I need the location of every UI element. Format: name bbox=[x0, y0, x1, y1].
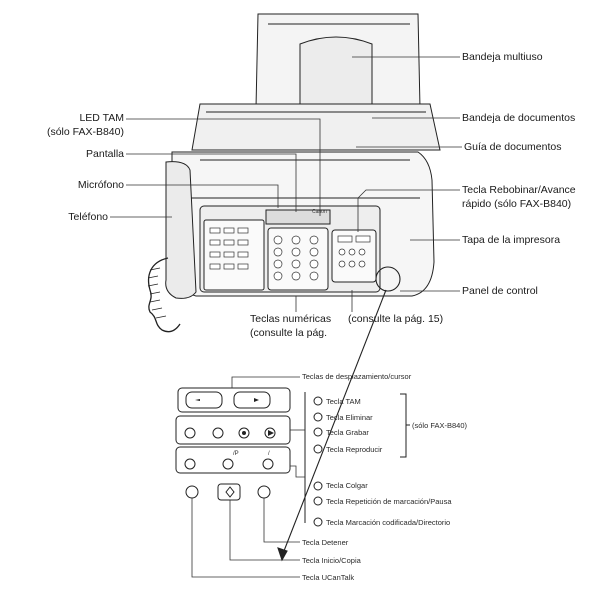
label-detener: Tecla Detener bbox=[302, 538, 349, 547]
label-bandeja-multiuso: Bandeja multiuso bbox=[462, 51, 543, 63]
label-tam: Tecla TAM bbox=[326, 397, 361, 406]
label-marcacion: Tecla Marcación codificada/Directorio bbox=[326, 518, 451, 527]
redial-pause-icon: /P bbox=[233, 451, 239, 457]
label-tapa-impresora: Tapa de la impresora bbox=[462, 234, 561, 246]
label-desplazamiento: Teclas de desplazamiento/cursor bbox=[302, 372, 412, 381]
lcd-display bbox=[265, 209, 331, 225]
stop-key bbox=[257, 485, 271, 499]
label-guia-documentos: Guía de documentos bbox=[464, 141, 562, 153]
label-consulte-15: (consulte la pág. 15) bbox=[348, 313, 444, 325]
leader-microfono bbox=[126, 184, 279, 208]
handset bbox=[165, 161, 197, 299]
label-microfono: Micrófono bbox=[77, 179, 124, 191]
brand-logo: Canon bbox=[312, 209, 327, 215]
directory-icon: / bbox=[268, 451, 270, 457]
label-tecla-rebobinar-sub: rápido (sólo FAX-B840) bbox=[462, 198, 572, 210]
label-led-tam: LED TAM bbox=[79, 112, 124, 124]
label-eliminar: Tecla Eliminar bbox=[326, 413, 373, 422]
leader-desplazamiento bbox=[231, 376, 300, 388]
leader-dial-group bbox=[290, 465, 305, 478]
label-reproducir: Tecla Reproducir bbox=[326, 445, 383, 454]
leader-ucantalk bbox=[191, 498, 300, 578]
control-panel-highlight bbox=[375, 266, 401, 292]
label-panel-control: Panel de control bbox=[462, 285, 538, 297]
label-tecla-rebobinar: Tecla Rebobinar/Avance bbox=[462, 184, 576, 196]
document-tray bbox=[191, 103, 441, 151]
label-telefono: Teléfono bbox=[68, 211, 108, 223]
label-repeticion: Tecla Repetición de marcación/Pausa bbox=[326, 497, 452, 506]
label-teclas-numericas: Teclas numéricas bbox=[250, 313, 332, 325]
leader-rebobinar bbox=[357, 189, 460, 232]
leader-detener bbox=[263, 498, 300, 543]
label-colgar: Tecla Colgar bbox=[326, 481, 368, 490]
label-ucantalk: Tecla UCanTalk bbox=[302, 573, 355, 582]
tray-slot bbox=[299, 36, 373, 109]
label-led-tam-sub: (sólo FAX-B840) bbox=[46, 126, 124, 138]
leader-pantalla bbox=[126, 153, 297, 212]
dial-key-group bbox=[175, 446, 291, 474]
leader-inicio bbox=[229, 500, 300, 561]
zoom-arrow bbox=[281, 289, 387, 557]
label-pantalla: Pantalla bbox=[86, 148, 124, 160]
right-arrow-key bbox=[233, 391, 271, 409]
left-arrow-key bbox=[185, 391, 223, 409]
ucantalk-key bbox=[185, 485, 199, 499]
function-keys bbox=[331, 229, 377, 283]
label-bandeja-documentos: Bandeja de documentos bbox=[462, 112, 576, 124]
label-solo-fax: (sólo FAX-B840) bbox=[412, 421, 468, 430]
label-inicio: Tecla Inicio/Copia bbox=[302, 556, 361, 565]
label-grabar: Tecla Grabar bbox=[326, 428, 369, 437]
leader-led-tam bbox=[126, 118, 321, 216]
label-teclas-numericas-sub: (consulte la pág. bbox=[250, 327, 328, 339]
start-copy-key bbox=[217, 483, 241, 501]
